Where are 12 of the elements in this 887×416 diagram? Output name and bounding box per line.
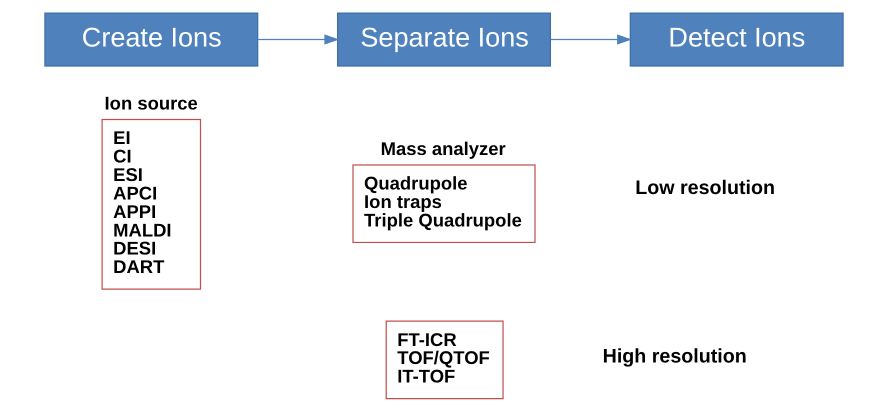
label: Low resolution <box>634 177 775 200</box>
arrow <box>550 34 632 45</box>
node-label: Mass analyzer <box>380 138 506 160</box>
node-box: Separate Ions <box>336 12 550 67</box>
node-box: FT-ICR TOF/QTOF IT-TOF <box>385 320 504 400</box>
arrow <box>258 34 339 45</box>
node-label: Ion source <box>104 92 198 114</box>
node-box: Create Ions <box>44 12 258 67</box>
node-box: Detect Ions <box>629 12 844 67</box>
label: High resolution <box>602 346 746 368</box>
node-box: Quadrupole Ion traps Triple Quadrupole <box>352 164 536 244</box>
node-box: EI CI ESI APCI APPI MALDI DESI DART <box>101 118 201 290</box>
